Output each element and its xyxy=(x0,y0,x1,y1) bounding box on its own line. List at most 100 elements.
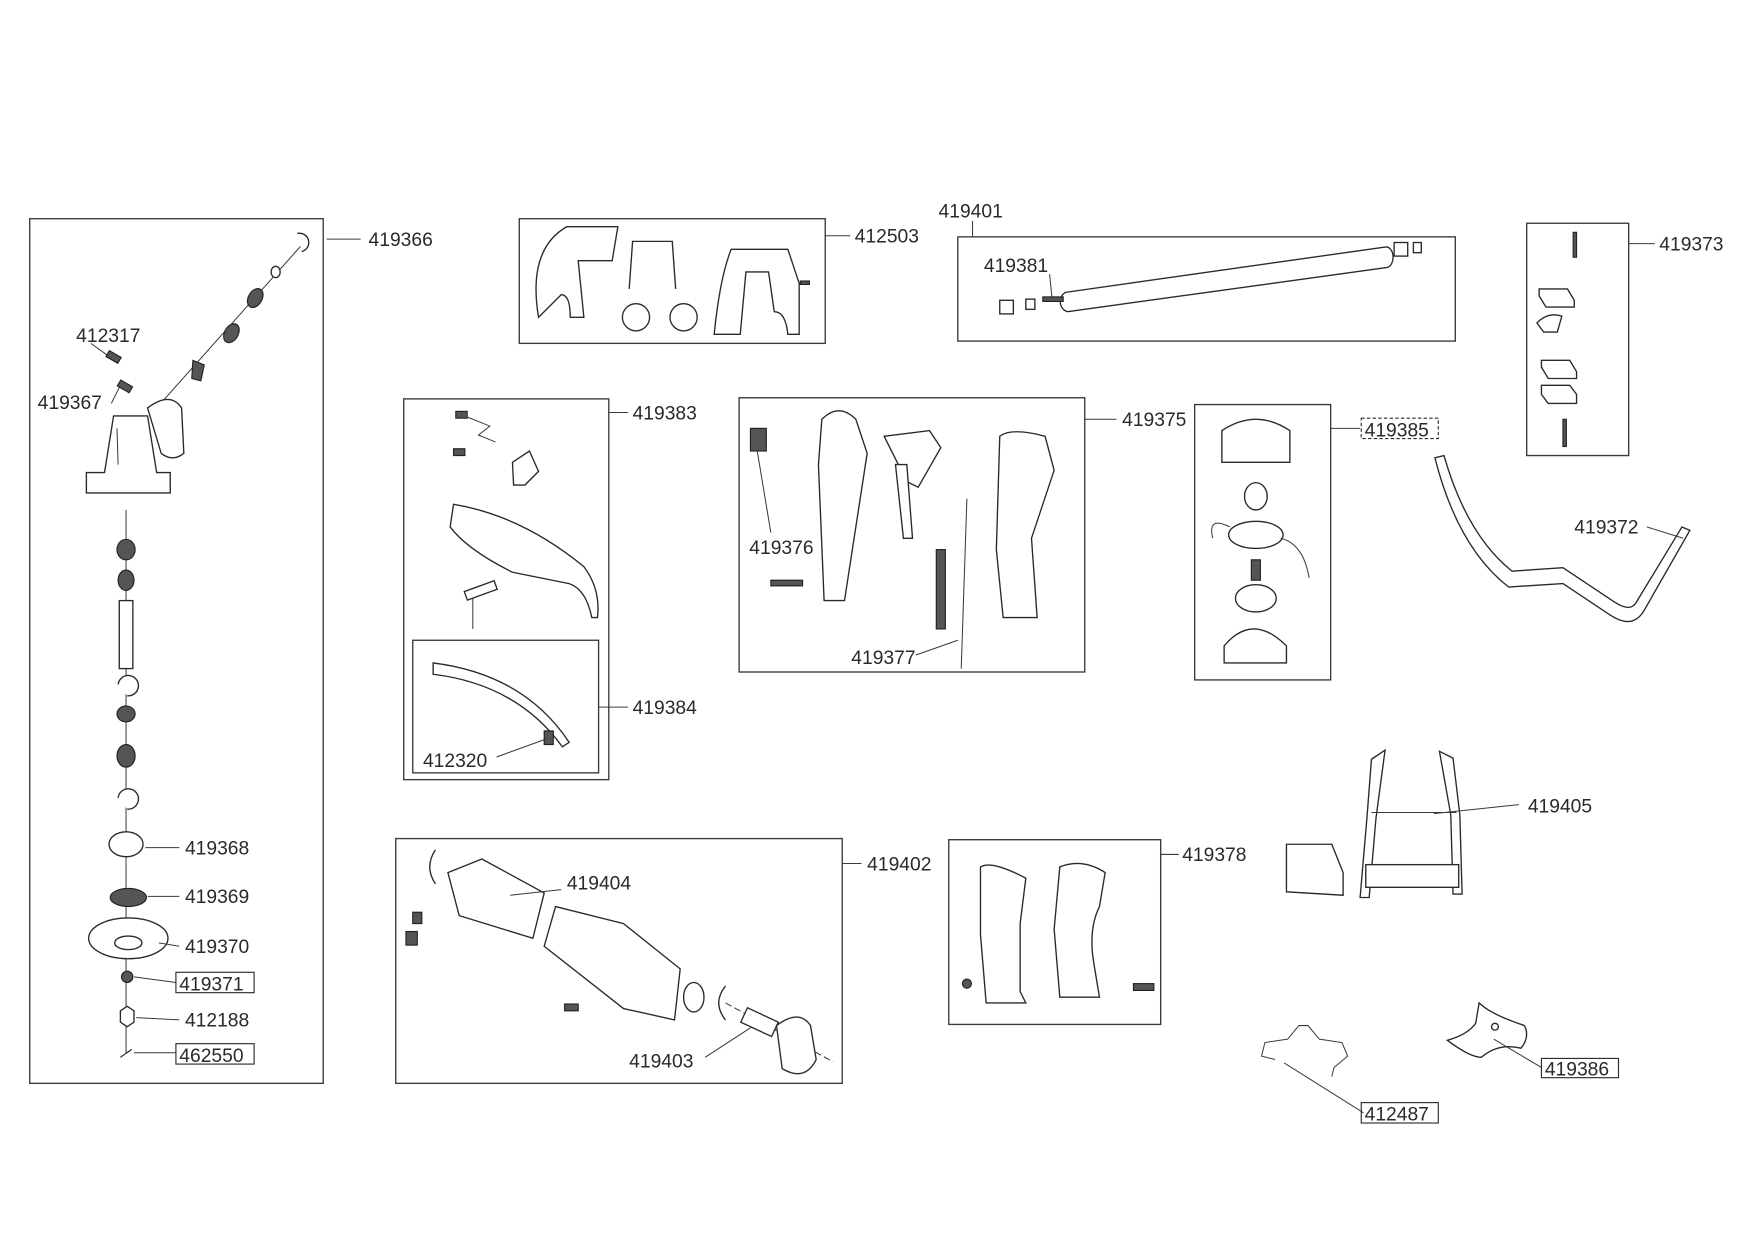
nut-icon xyxy=(1393,241,1409,257)
clamp-upper-icon xyxy=(535,225,619,319)
spring-ring-icon xyxy=(1243,482,1268,511)
label-419403: 419403 xyxy=(629,1051,693,1072)
guard-bracket-icon xyxy=(463,579,499,601)
bolt-icon xyxy=(1132,983,1155,991)
screw-icon xyxy=(799,280,810,286)
bearing-icon xyxy=(109,887,148,908)
bearing-icon xyxy=(116,743,136,768)
handle-clamp-set-group: 419373 xyxy=(1526,222,1724,457)
clamp-ring-icon xyxy=(621,303,651,332)
circlip-icon xyxy=(718,985,727,1021)
label-419401: 419401 xyxy=(939,202,1003,223)
clamp-half-icon xyxy=(1538,288,1575,308)
bushing-icon xyxy=(1412,241,1422,254)
label-419383: 419383 xyxy=(633,403,697,424)
bearing-icon xyxy=(682,981,705,1013)
screw-icon xyxy=(412,911,423,925)
main-handle-group: 419375 419376 419377 xyxy=(738,397,1186,673)
circlip-icon xyxy=(117,788,140,810)
clutch-shaft-icon xyxy=(739,1006,780,1038)
handle-half-right-icon xyxy=(995,431,1055,619)
label-412317: 412317 xyxy=(76,326,140,347)
clamp-half-icon xyxy=(1540,384,1578,405)
gear-icon xyxy=(116,705,136,723)
label-412188: 412188 xyxy=(185,1011,249,1032)
nut-icon xyxy=(117,569,135,591)
gear-housing-neck xyxy=(146,398,185,459)
rear-handle-left-icon xyxy=(979,864,1027,1004)
handle-clamp-group: 412503 xyxy=(518,218,919,345)
label-419368: 419368 xyxy=(185,838,249,859)
clamp-half-icon xyxy=(1535,314,1563,333)
gear-head-group: 419366 412317 419367 419368 419369 xyxy=(29,218,433,1085)
nut-icon xyxy=(961,978,972,989)
screw-icon xyxy=(116,379,134,394)
throttle-lever-icon xyxy=(894,463,914,539)
guard-insert-frame xyxy=(412,639,600,774)
rear-handle-right-icon xyxy=(1053,862,1106,998)
harness-strap-left-icon xyxy=(1359,748,1386,899)
bike-handle-group: 419372 xyxy=(1434,454,1691,623)
label-419366: 419366 xyxy=(369,230,433,251)
drive-cable-icon xyxy=(1042,296,1064,303)
gear-head-frame xyxy=(29,218,324,1085)
tag-box-dashed xyxy=(1360,417,1439,440)
tag-box xyxy=(1360,1102,1439,1124)
bump-knob-icon xyxy=(1234,584,1277,613)
label-419381: 419381 xyxy=(984,256,1048,277)
harness-strap-right-icon xyxy=(1438,750,1463,895)
three-tooth-blade-icon xyxy=(1445,1001,1528,1058)
handle-half-left-icon xyxy=(817,410,868,602)
screw-icon xyxy=(1572,231,1578,258)
drive-shaft-icon xyxy=(118,599,134,670)
three-tooth-blade-group: 419386 xyxy=(1445,1001,1620,1080)
tag-box xyxy=(1540,1057,1620,1079)
label-419405: 419405 xyxy=(1528,797,1592,818)
tag-box xyxy=(175,971,255,994)
screw-icon xyxy=(1562,418,1567,448)
clutch-drum-icon xyxy=(775,1016,817,1075)
circlip-icon xyxy=(296,232,310,253)
clamp-lower-icon xyxy=(713,248,800,335)
blade-arbor-hole xyxy=(1490,1022,1500,1031)
label-462550: 462550 xyxy=(179,1046,243,1067)
bike-handle-icon xyxy=(1434,454,1691,623)
bearing-icon xyxy=(246,288,264,309)
harness-belt-icon xyxy=(1365,863,1460,888)
rear-handle-group: 419378 xyxy=(948,839,1246,1026)
clamp-bracket-icon xyxy=(628,240,677,290)
coupler-group: 419402 419404 419403 xyxy=(395,837,931,1085)
label-419373: 419373 xyxy=(1659,234,1723,255)
clutch-housing-icon xyxy=(447,858,545,940)
blade-holder-icon xyxy=(108,831,144,858)
bolt-icon xyxy=(770,579,804,587)
clamp-half-icon xyxy=(1540,359,1578,380)
tag-box xyxy=(175,1043,255,1065)
ring-icon xyxy=(270,265,281,279)
switch-icon xyxy=(749,427,767,452)
spring-icon xyxy=(1250,559,1261,581)
label-419378: 419378 xyxy=(1182,845,1246,866)
blade-guard-bracket-icon xyxy=(1260,1025,1349,1077)
harness-group: 419405 xyxy=(1285,748,1592,899)
bearing-icon xyxy=(223,323,240,344)
guard-shield-icon xyxy=(449,503,599,619)
cover-plate-hub xyxy=(114,935,143,951)
label-419370: 419370 xyxy=(185,937,249,958)
shaft-group: 419401 419381 xyxy=(939,202,1456,342)
screw-icon xyxy=(105,349,122,365)
label-419369: 419369 xyxy=(185,887,249,908)
spool-cover-icon xyxy=(1221,418,1291,464)
cutter-blade-icon xyxy=(543,730,554,746)
label-412487: 412487 xyxy=(1365,1105,1429,1126)
spool-housing-icon xyxy=(1223,628,1288,664)
label-419385: 419385 xyxy=(1365,420,1429,441)
screw-icon xyxy=(405,930,418,946)
screw-icon xyxy=(452,448,466,457)
adapter-housing-icon xyxy=(543,905,681,1021)
blade-guard-bracket-group: 412487 xyxy=(1260,1025,1439,1126)
label-419386: 419386 xyxy=(1545,1059,1609,1080)
bevel-gear-icon xyxy=(191,359,205,382)
label-412320: 412320 xyxy=(423,751,487,772)
